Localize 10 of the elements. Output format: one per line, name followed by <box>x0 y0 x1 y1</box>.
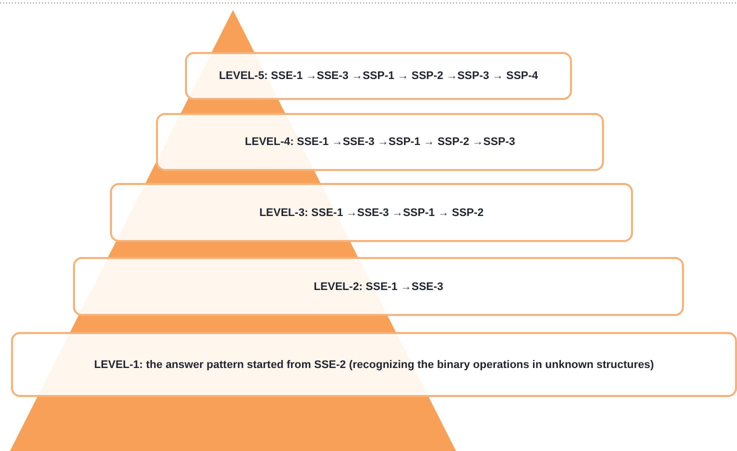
level-box <box>156 113 604 171</box>
level-label: LEVEL-3: SSE-1 →SSE-3 →SSP-1 → SSP-2 <box>259 206 484 218</box>
level-label: LEVEL-5: SSE-1 →SSE-3 →SSP-1 → SSP-2 →SSP-3 → SSP-4 <box>218 70 538 82</box>
level-label: LEVEL-2: SSE-1 →SSE-3 <box>314 280 444 292</box>
level-box <box>11 332 737 397</box>
level-box <box>73 257 684 316</box>
level-label: LEVEL-1: the answer pattern started from SSE-2 (recognizing the binary operations in unknown structures) <box>94 358 654 370</box>
level-box <box>110 183 633 242</box>
level-box <box>185 52 572 100</box>
level-label: LEVEL-4: SSE-1 →SSE-3 →SSP-1 → SSP-2 →SSP-3 <box>244 136 516 148</box>
